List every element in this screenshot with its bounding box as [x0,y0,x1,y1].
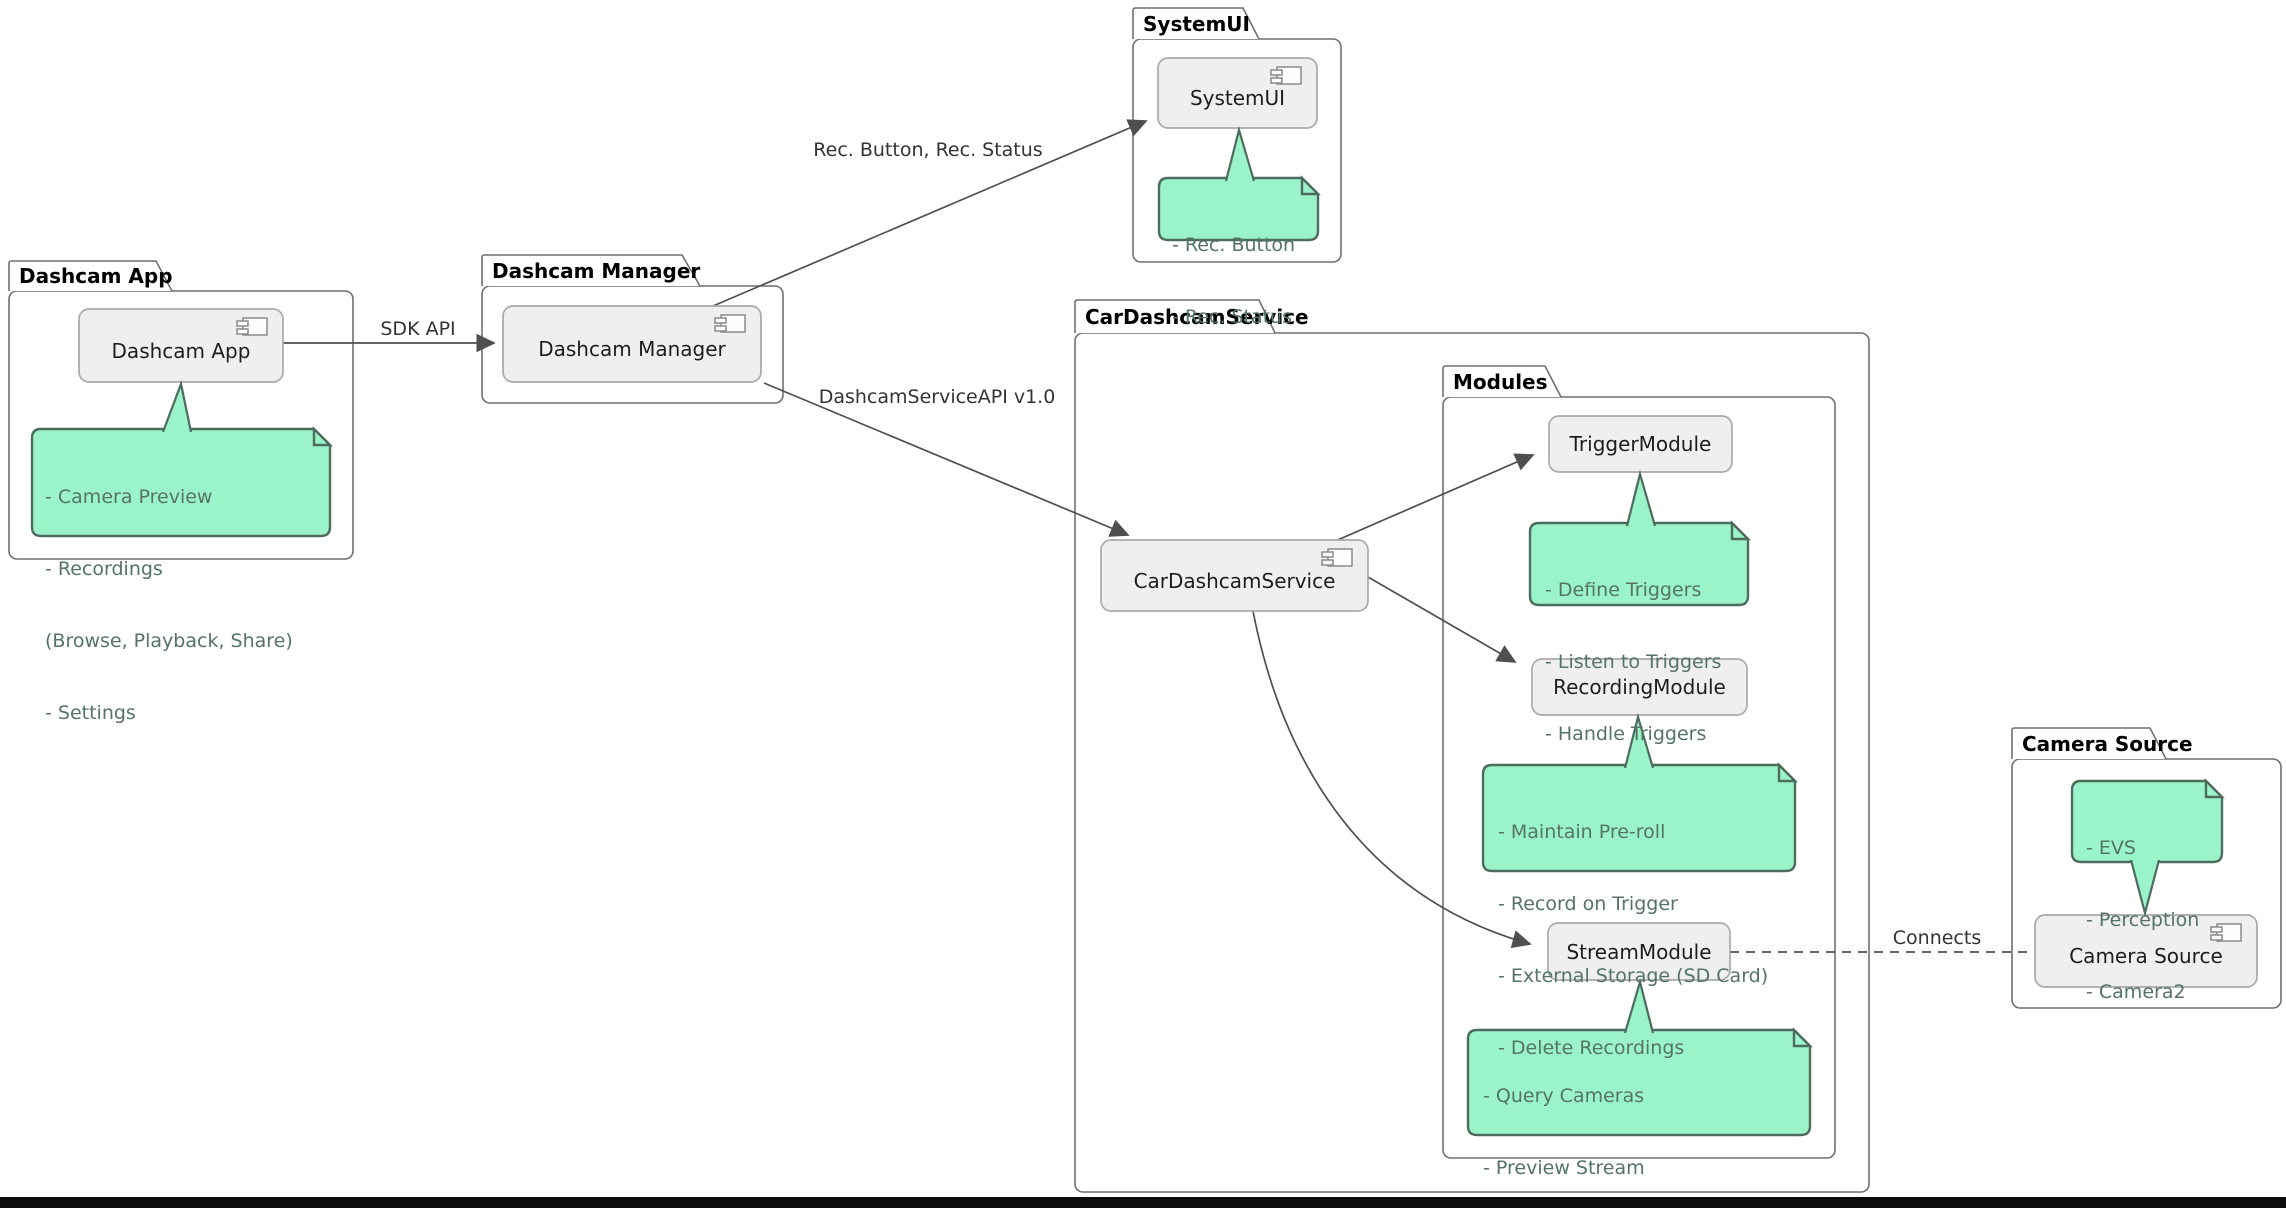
note-text-dashcam-app: - Camera Preview - Recordings (Browse, P… [45,437,293,749]
component-label-cardashcamservice: CarDashcamService [1133,568,1336,593]
note-line: - Camera2 [2086,981,2186,1003]
component-dashcam-app [78,308,284,383]
note-line: - Record on Trigger [1498,893,1678,915]
note-line: - EVS [2086,837,2136,859]
edge-to-recording-module [1367,576,1517,663]
package-title-modules: Modules [1453,370,1548,394]
package-title-dashcam-manager: Dashcam Manager [492,259,701,283]
note-line: - Perception [2086,909,2200,931]
note-systemui [1157,176,1320,242]
note-tail-trigger-module [1625,469,1657,527]
component-camera-source [2034,914,2258,988]
component-systemui [1157,57,1318,129]
component-label-trigger-module: TriggerModule [1569,432,1712,456]
component-cardashcamservice [1100,539,1369,612]
note-line: - External Storage (SD Card) [1498,965,1769,987]
component-label-recording-module: RecordingModule [1553,675,1726,699]
note-text-recording-module: - Maintain Pre-roll - Record on Trigger … [1498,772,1768,1084]
package-tab-dashcam-manager [481,254,701,287]
edge-to-stream-module [1252,610,1532,949]
component-icon [2210,923,2242,942]
package-tab-cardashcamservice [1074,299,1276,334]
component-label-stream-module: StreamModule [1566,939,1712,964]
note-line: - Preview Stream [1483,1157,1645,1179]
note-line: - Delete Recordings [1498,1037,1685,1059]
note-line: - Rec. Status [1172,306,1293,328]
note-line: - Handle Triggers [1545,723,1707,745]
note-stream-module [1466,1028,1812,1137]
package-title-cardashcamservice: CarDashcamService [1085,305,1309,329]
edge-dashcam-service-api [763,382,1130,537]
note-recording-module [1481,763,1797,873]
note-line: - Camera Preview [45,486,213,508]
component-label-dashcam-manager: Dashcam Manager [538,337,726,361]
edge-label-rec-button-status: Rec. Button, Rec. Status [813,139,1043,161]
component-recording-module [1531,658,1748,716]
edge-to-trigger-module [1332,453,1535,543]
note-fold-icon [1300,175,1321,196]
edge-rec-button-status [712,119,1148,307]
note-trigger-module [1528,521,1750,607]
component-icon [714,314,746,333]
note-line: - Listen to Triggers [1545,651,1722,673]
edge-label-sdk-api: SDK API [380,318,456,340]
note-line: - Maintain Pre-roll [1498,821,1666,843]
note-tail-camera-source [2129,859,2161,918]
component-icon [1270,66,1302,85]
note-dashcam-app [30,427,332,538]
package-title-dashcam-app: Dashcam App [19,264,173,288]
package-title-systemui: SystemUI [1143,12,1250,36]
component-label-dashcam-app: Dashcam App [111,338,251,363]
component-label-systemui: SystemUI [1189,86,1286,110]
package-title-camera-source: Camera Source [2022,732,2193,756]
note-fold-icon [1777,762,1798,783]
component-label-camera-source: Camera Source [2069,944,2223,968]
note-fold-icon [312,426,333,447]
component-dashcam-manager [502,305,762,383]
note-text-camera-source: - EVS - Perception - Camera2 [2086,788,2199,1028]
note-camera-source [2070,779,2224,864]
note-tail-stream-module [1623,977,1655,1034]
note-fold-icon [2204,778,2225,799]
bottom-black-bar [0,1197,2286,1208]
note-tail-dashcam-app [161,380,193,433]
note-line: - Recordings [45,558,163,580]
package-tab-dashcam-app [8,260,173,292]
component-icon [1321,548,1353,567]
note-text-trigger-module: - Define Triggers - Listen to Triggers -… [1545,530,1721,770]
note-fold-icon [1730,520,1751,541]
component-icon [236,317,268,336]
note-line: - Rec. Button [1172,234,1296,256]
note-tail-recording-module [1623,712,1655,769]
note-line: (Browse, Playback, Share) [45,630,293,652]
package-tab-systemui [1132,7,1260,40]
package-tab-modules [1442,365,1562,398]
note-tail-systemui [1224,125,1256,182]
edge-label-connects: Connects [1892,927,1982,949]
note-text-systemui: - Rec. Button - Rec. Status [1172,185,1295,353]
note-fold-icon [1792,1027,1813,1048]
note-line: - Settings [45,702,136,724]
component-stream-module [1547,922,1731,981]
edge-label-dashcam-service-api: DashcamServiceAPI v1.0 [818,386,1056,408]
note-text-stream-module: - Query Cameras - Preview Stream - Snaps… [1483,1036,1787,1208]
package-tab-camera-source [2011,727,2167,760]
note-line: - Define Triggers [1545,579,1702,601]
note-line: - Query Cameras [1483,1085,1645,1107]
